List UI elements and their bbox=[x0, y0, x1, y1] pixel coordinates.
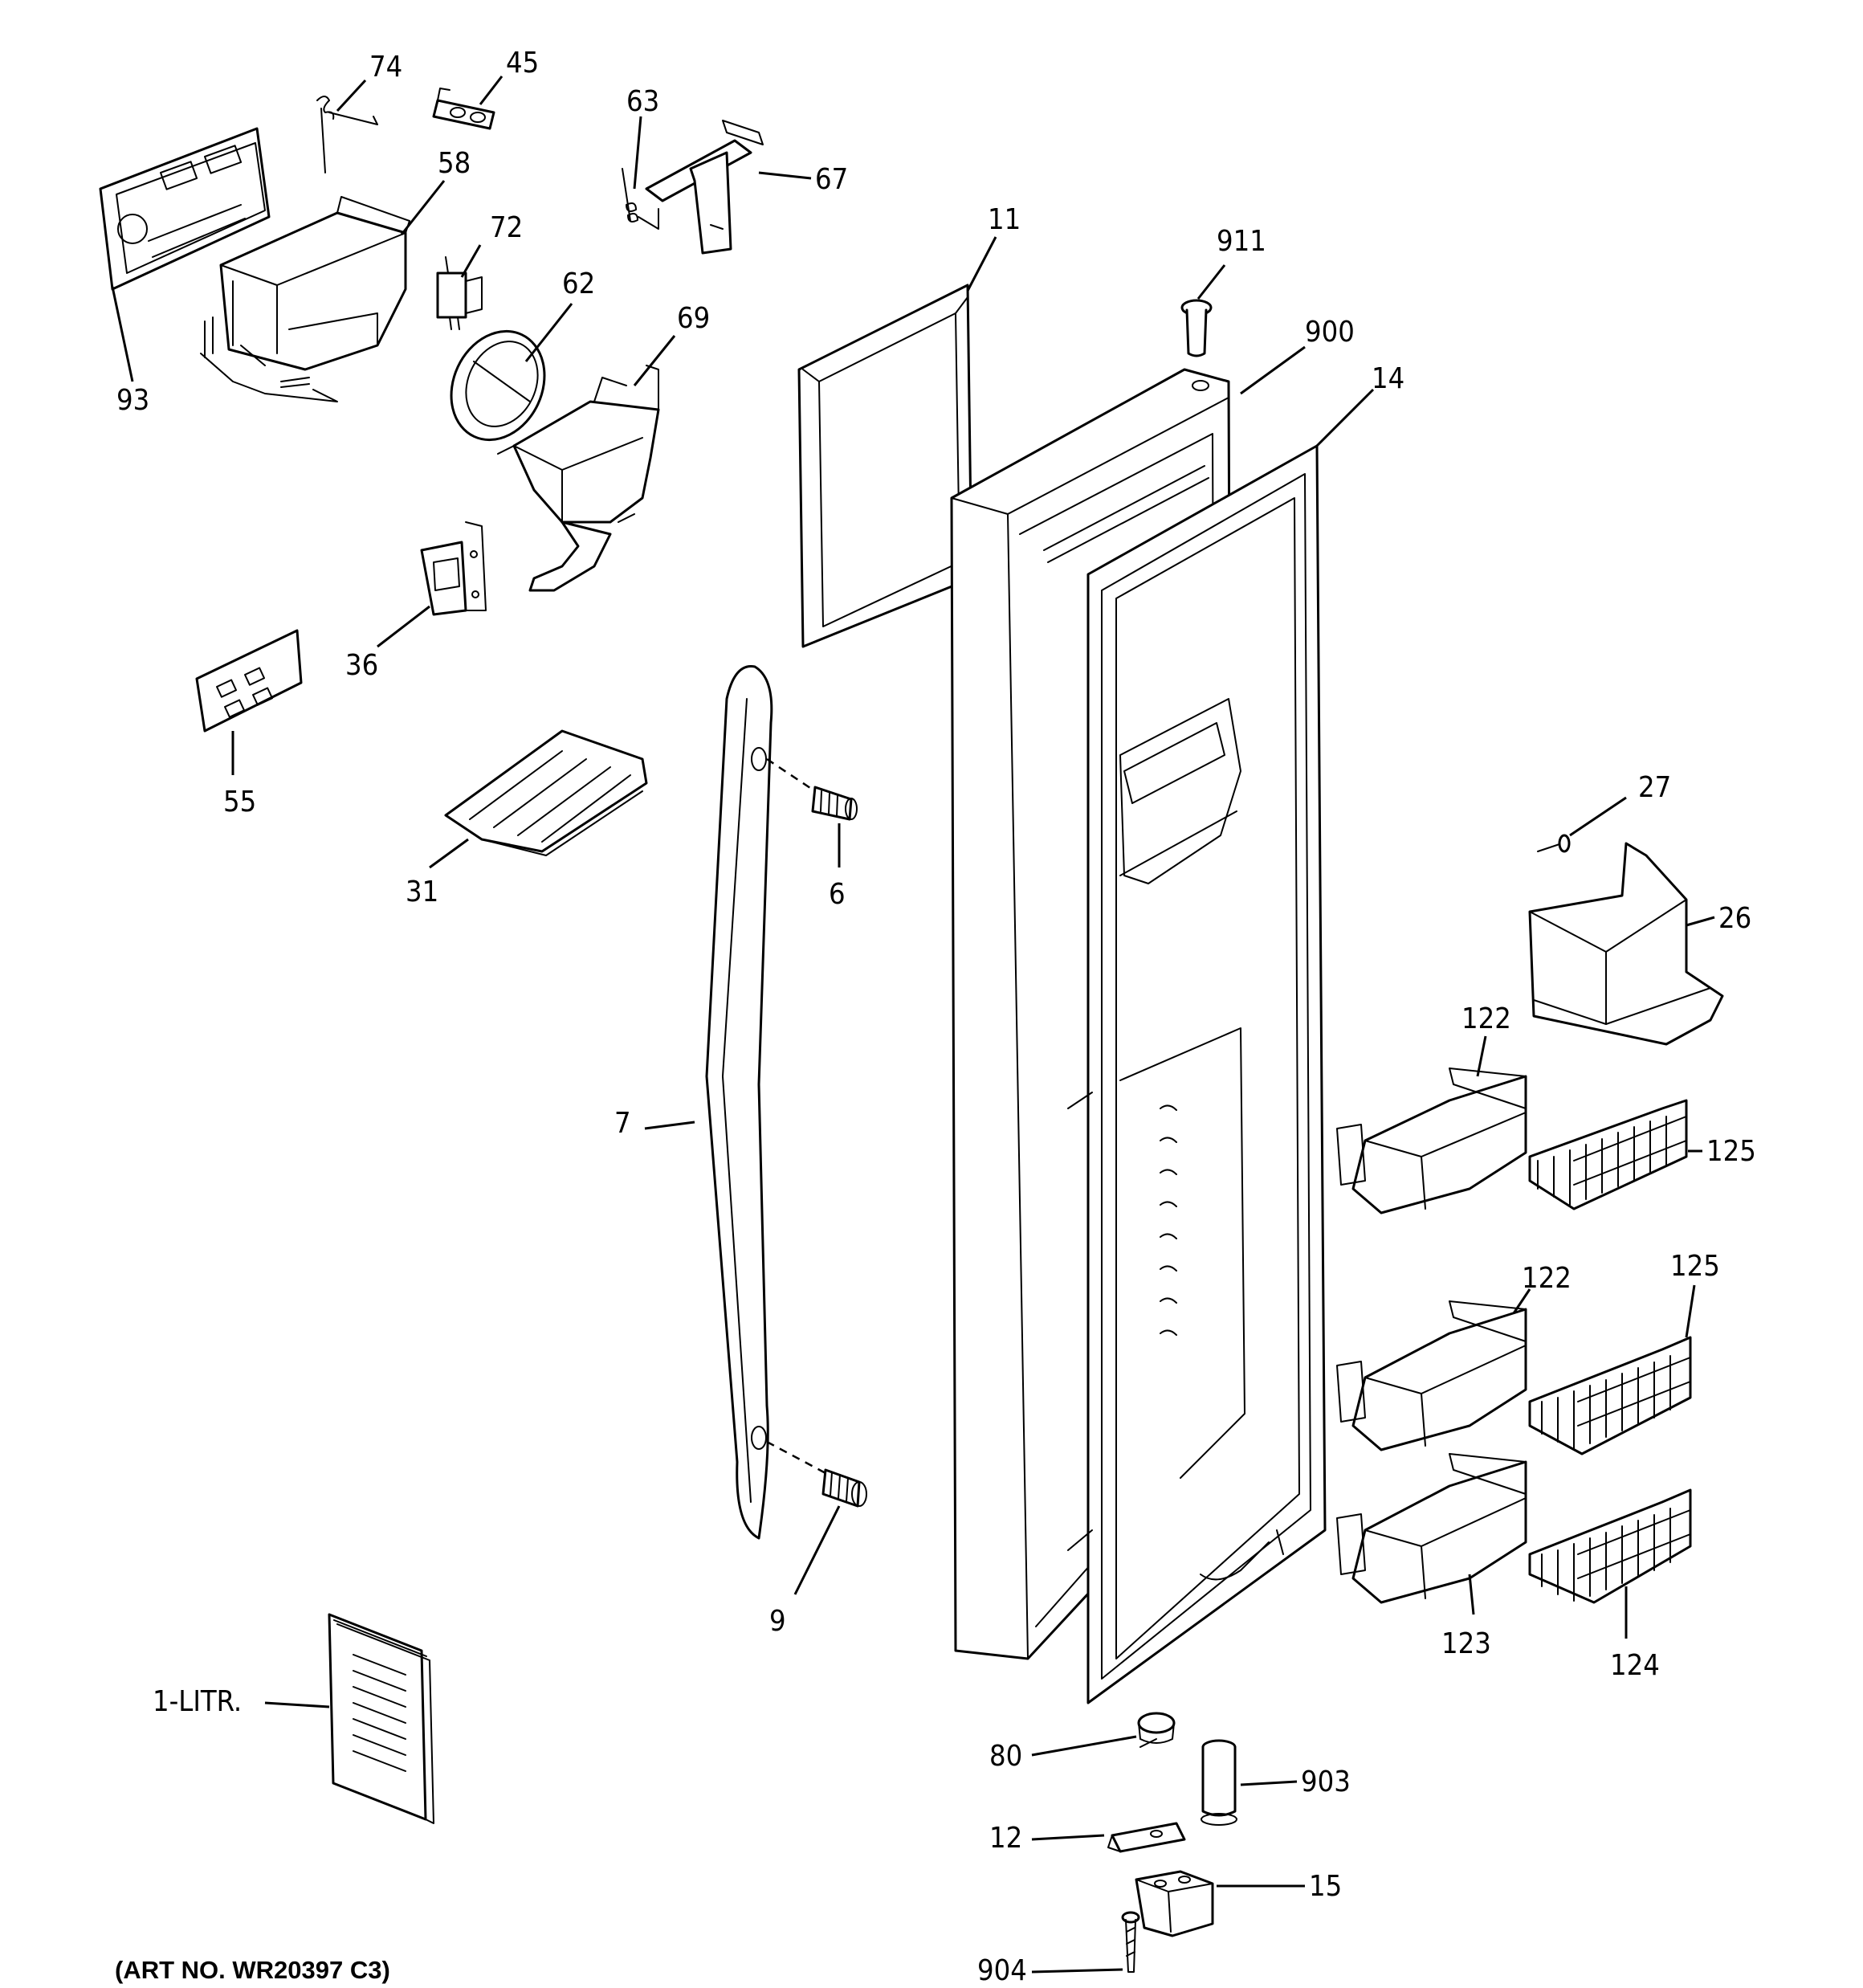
part-80-bushing bbox=[1137, 1712, 1176, 1748]
part-72-switch bbox=[436, 256, 483, 330]
part-6-set-screw bbox=[811, 786, 858, 821]
leader-6-dashed bbox=[766, 757, 816, 793]
part-69-ice-chute bbox=[497, 365, 660, 592]
callout-123: 123 bbox=[1441, 1627, 1491, 1660]
callout-900: 900 bbox=[1305, 316, 1355, 349]
part-63-spring bbox=[622, 168, 659, 230]
part-14-door-gasket bbox=[1067, 444, 1327, 1704]
part-125-wire-basket-middle bbox=[1528, 1336, 1692, 1455]
part-93-control-panel bbox=[99, 127, 271, 291]
callout-69: 69 bbox=[677, 302, 710, 335]
callout-911: 911 bbox=[1217, 225, 1266, 258]
part-124-wire-basket-bottom bbox=[1528, 1488, 1692, 1604]
callout-63: 63 bbox=[626, 85, 659, 118]
callout-122-top: 122 bbox=[1461, 1002, 1511, 1035]
callout-74: 74 bbox=[369, 51, 402, 84]
part-45-bracket bbox=[432, 88, 495, 130]
callout-26: 26 bbox=[1718, 902, 1751, 935]
callout-904: 904 bbox=[977, 1954, 1027, 1987]
part-125-wire-basket-top bbox=[1528, 1099, 1688, 1210]
callout-93: 93 bbox=[116, 384, 149, 417]
callout-55: 55 bbox=[223, 786, 256, 818]
callout-27: 27 bbox=[1638, 771, 1671, 804]
callout-58: 58 bbox=[438, 147, 471, 180]
part-74-spring bbox=[316, 96, 378, 173]
part-55-board bbox=[195, 629, 303, 733]
callout-9: 9 bbox=[769, 1605, 786, 1638]
callout-80: 80 bbox=[989, 1740, 1022, 1773]
part-15-hinge bbox=[1135, 1870, 1214, 1937]
callout-12: 12 bbox=[989, 1822, 1022, 1855]
part-26-cover bbox=[1528, 842, 1724, 1046]
part-123-door-bin-bottom bbox=[1336, 1453, 1527, 1604]
part-1-litr-literature bbox=[328, 1613, 434, 1824]
part-12-door-stop bbox=[1107, 1822, 1186, 1853]
callout-14: 14 bbox=[1372, 362, 1404, 395]
part-122-door-bin-middle bbox=[1336, 1300, 1527, 1451]
callout-122-middle: 122 bbox=[1522, 1262, 1572, 1295]
leader-lines bbox=[111, 76, 1715, 1974]
callout-15: 15 bbox=[1309, 1870, 1342, 1903]
callout-31: 31 bbox=[406, 876, 438, 908]
part-904-screw bbox=[1121, 1911, 1140, 1973]
part-31-drip-tray bbox=[444, 729, 648, 856]
part-9-set-screw bbox=[821, 1468, 867, 1508]
callout-62: 62 bbox=[562, 267, 595, 300]
part-27-screw bbox=[1537, 834, 1571, 853]
part-67-lever bbox=[645, 120, 764, 255]
callout-labels: 74 45 63 67 58 72 93 62 69 11 911 900 14… bbox=[116, 47, 1756, 1987]
part-58-dispenser-housing bbox=[200, 196, 410, 402]
part-122-door-bin-top bbox=[1336, 1067, 1527, 1214]
callout-1-litr: 1-LITR. bbox=[153, 1685, 242, 1718]
callout-124: 124 bbox=[1610, 1649, 1660, 1682]
leader-9-dashed bbox=[766, 1440, 828, 1476]
callout-11: 11 bbox=[988, 203, 1021, 236]
art-number: (ART NO. WR20397 C3) bbox=[115, 1956, 390, 1984]
part-36-bracket bbox=[420, 521, 487, 616]
part-7-door-handle bbox=[705, 665, 773, 1540]
callout-45: 45 bbox=[506, 47, 539, 80]
callout-36: 36 bbox=[345, 649, 378, 682]
callout-125-middle: 125 bbox=[1670, 1250, 1720, 1283]
callout-7: 7 bbox=[614, 1107, 631, 1140]
callout-903: 903 bbox=[1301, 1766, 1351, 1798]
callout-6: 6 bbox=[829, 878, 846, 911]
part-62-ring bbox=[450, 329, 546, 442]
callout-72: 72 bbox=[490, 211, 523, 244]
part-903-hinge-pin bbox=[1201, 1739, 1237, 1826]
part-11-dispenser-frame bbox=[797, 284, 973, 648]
callout-125-top: 125 bbox=[1706, 1135, 1756, 1168]
part-911-bushing bbox=[1180, 299, 1213, 357]
callout-67: 67 bbox=[815, 163, 848, 196]
